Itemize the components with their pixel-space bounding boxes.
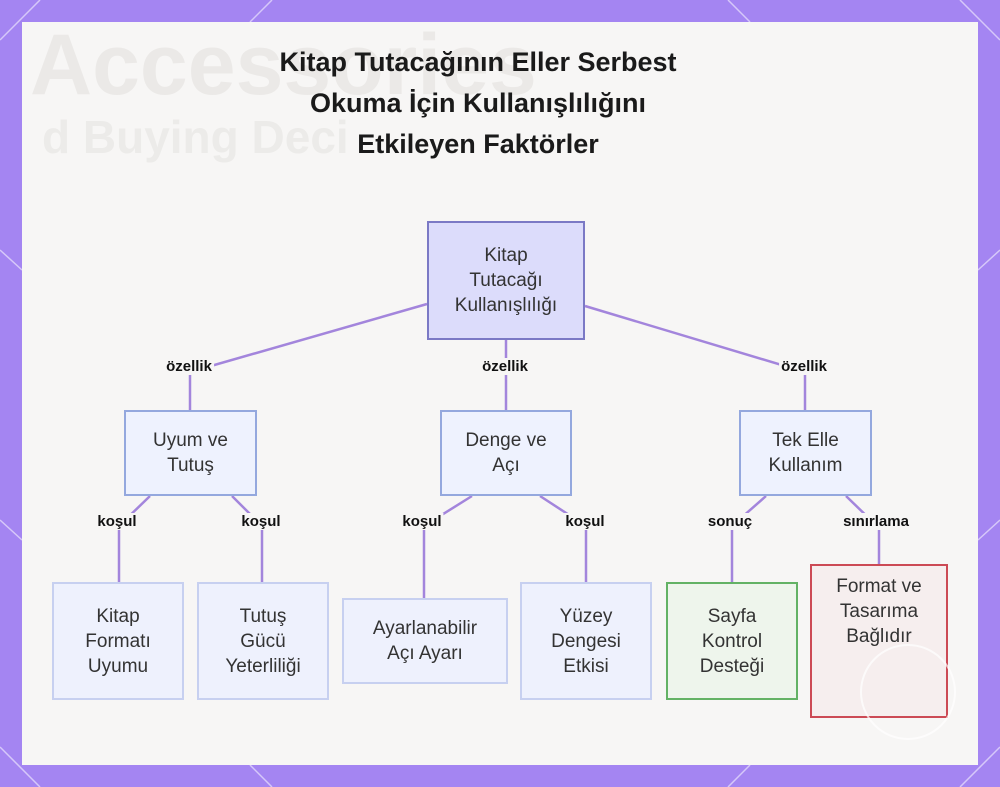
node-angle: Ayarlanabilir Açı Ayarı	[342, 598, 508, 684]
edge-label-onehand-design: sınırlama	[841, 513, 911, 530]
edge-label-balance-angle: koşul	[400, 513, 444, 530]
edge-onehand-design	[845, 495, 881, 564]
edge-fit-grip	[231, 495, 264, 582]
edge-balance-surface	[539, 494, 588, 582]
node-angle-label: Ayarlanabilir Açı Ayarı	[372, 618, 478, 664]
node-page-control-label: Sayfa Kontrol Desteği	[699, 605, 765, 677]
node-design-limit-label: Format ve Tasarıma Bağlıdır	[836, 576, 922, 647]
node-fit-label: Uyum ve Tutuş	[153, 430, 228, 476]
node-page-control: Sayfa Kontrol Desteği	[666, 582, 798, 700]
node-onehand: Tek Elle Kullanım	[739, 410, 872, 496]
node-format-fit: Kitap Formatı Uyumu	[52, 582, 184, 700]
edge-label-root-fit: özellik	[164, 358, 214, 375]
title-line-2: Okuma İçin Kullanışlılığını	[309, 88, 647, 118]
edge-root-onehand	[584, 304, 807, 410]
background-watermark-text: Accessories	[30, 22, 537, 113]
edge-label-fit-grip: koşul	[239, 513, 283, 530]
edge-label-balance-surface: koşul	[563, 513, 607, 530]
title-line-3: Etkileyen Faktörler	[357, 129, 599, 159]
edge-label-fit-format: koşul	[95, 513, 139, 530]
node-format-fit-label: Kitap Formatı Uyumu	[85, 605, 151, 677]
diagram-title: Kitap Tutacağının Eller Serbest Okuma İç…	[200, 42, 756, 165]
logo-watermark	[860, 644, 956, 740]
node-surface: Yüzey Dengesi Etkisi	[520, 582, 652, 700]
node-balance: Denge ve Açı	[440, 410, 572, 496]
node-balance-label: Denge ve Açı	[465, 430, 547, 476]
edge-label-root-balance: özellik	[480, 358, 530, 375]
edge-fit-format	[117, 495, 151, 582]
node-grip: Tutuş Gücü Yeterliliği	[197, 582, 329, 700]
edge-onehand-page	[730, 495, 767, 582]
node-surface-label: Yüzey Dengesi Etkisi	[551, 605, 621, 677]
edge-label-root-onehand: özellik	[779, 358, 829, 375]
node-fit: Uyum ve Tutuş	[124, 410, 257, 496]
edge-balance-angle	[422, 494, 473, 598]
node-root-label: Kitap Tutacağı Kullanışlılığı	[454, 245, 558, 316]
title-line-1: Kitap Tutacağının Eller Serbest	[279, 47, 677, 77]
node-grip-label: Tutuş Gücü Yeterliliği	[225, 605, 301, 677]
node-root: Kitap Tutacağı Kullanışlılığı	[427, 221, 585, 340]
background-watermark-subtext: d Buying Deci	[42, 111, 349, 163]
node-onehand-label: Tek Elle Kullanım	[768, 430, 843, 476]
edge-label-onehand-page: sonuç	[705, 513, 755, 530]
edge-root-fit	[188, 302, 428, 410]
